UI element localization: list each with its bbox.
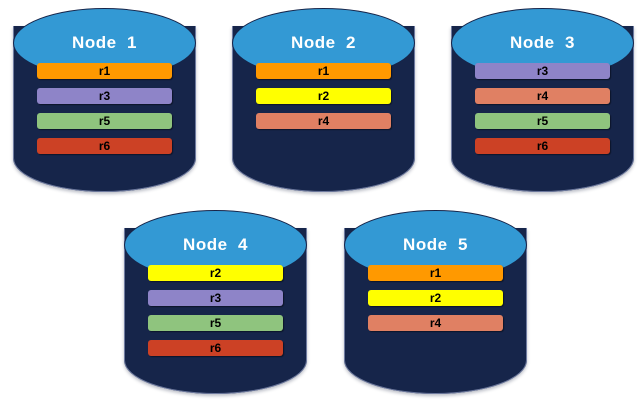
replica-bar[interactable]: r5 xyxy=(475,113,610,129)
replica-stack: r2 r3 r5 r6 xyxy=(148,265,283,365)
replica-bar[interactable]: r3 xyxy=(37,88,172,104)
replica-bar[interactable]: r6 xyxy=(37,138,172,154)
replica-bar[interactable]: r2 xyxy=(148,265,283,281)
replica-stack: r3 r4 r5 r6 xyxy=(475,63,610,163)
replica-bar[interactable]: r6 xyxy=(475,138,610,154)
replica-stack: r1 r2 r4 xyxy=(256,63,391,138)
node-title: Node 3 xyxy=(510,33,575,52)
replica-stack: r1 r2 r4 xyxy=(368,265,503,340)
replica-stack: r1 r3 r5 r6 xyxy=(37,63,172,163)
replica-bar[interactable]: r4 xyxy=(256,113,391,129)
replica-bar[interactable]: r1 xyxy=(256,63,391,79)
node-title: Node 1 xyxy=(72,33,137,52)
replica-bar[interactable]: r4 xyxy=(368,315,503,331)
node-title: Node 5 xyxy=(403,235,468,254)
node-title: Node 4 xyxy=(183,235,248,254)
database-node-3[interactable]: Node 3 r3 r4 r5 r6 xyxy=(451,8,634,192)
database-node-1[interactable]: Node 1 r1 r3 r5 r6 xyxy=(13,8,196,192)
replica-bar[interactable]: r2 xyxy=(256,88,391,104)
replica-bar[interactable]: r6 xyxy=(148,340,283,356)
replica-bar[interactable]: r5 xyxy=(37,113,172,129)
database-node-5[interactable]: Node 5 r1 r2 r4 xyxy=(344,210,527,394)
database-node-4[interactable]: Node 4 r2 r3 r5 r6 xyxy=(124,210,307,394)
database-node-2[interactable]: Node 2 r1 r2 r4 xyxy=(232,8,415,192)
replica-bar[interactable]: r5 xyxy=(148,315,283,331)
replica-bar[interactable]: r1 xyxy=(368,265,503,281)
replica-bar[interactable]: r3 xyxy=(475,63,610,79)
replica-bar[interactable]: r1 xyxy=(37,63,172,79)
replica-bar[interactable]: r3 xyxy=(148,290,283,306)
replica-bar[interactable]: r2 xyxy=(368,290,503,306)
node-title: Node 2 xyxy=(291,33,356,52)
replica-bar[interactable]: r4 xyxy=(475,88,610,104)
